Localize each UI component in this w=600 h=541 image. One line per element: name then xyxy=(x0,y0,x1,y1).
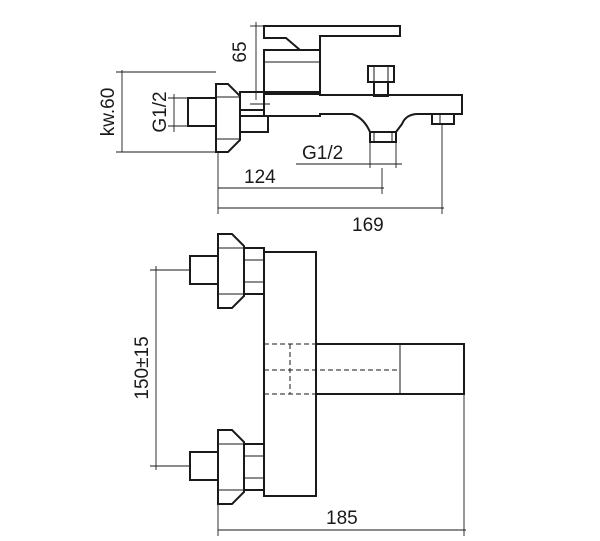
dim-124: 124 xyxy=(217,152,384,194)
front-spout xyxy=(316,343,465,395)
dim-185: 185 xyxy=(217,394,466,536)
dim-169: 169 xyxy=(217,124,444,236)
side-eccentric-lower xyxy=(239,115,269,133)
side-inlet-nut xyxy=(215,83,241,153)
dim-65: 65 xyxy=(230,22,270,105)
side-cartridge xyxy=(263,49,321,95)
dim-thread-inlet: G1/2 xyxy=(150,91,188,133)
dim-65-label: 65 xyxy=(230,41,251,62)
dim-wrench: kw.60 xyxy=(98,70,216,153)
side-outlet-thread xyxy=(369,131,397,143)
dim-185-label: 185 xyxy=(326,508,358,529)
side-aerator xyxy=(431,113,455,125)
front-body xyxy=(263,251,317,497)
dim-150-label: 150±15 xyxy=(132,336,153,399)
side-mixer-body xyxy=(263,91,463,133)
dim-thread-outlet: G1/2 xyxy=(296,142,402,168)
dim-150: 150±15 xyxy=(132,266,190,470)
front-lower-connector xyxy=(189,429,265,505)
side-lever xyxy=(263,25,401,51)
dim-thread-outlet-label: G1/2 xyxy=(302,143,343,164)
dim-169-label: 169 xyxy=(352,215,384,236)
side-eccentric xyxy=(239,91,265,111)
side-view: 65 kw.60 G1/2 G1/2 124 xyxy=(98,22,463,236)
side-diverter-knob xyxy=(367,65,395,97)
dim-124-label: 124 xyxy=(244,167,276,188)
front-hidden-lines xyxy=(264,343,400,395)
dim-wrench-label: kw.60 xyxy=(98,88,119,137)
dim-thread-inlet-label: G1/2 xyxy=(150,91,171,132)
front-view: 150±15 185 xyxy=(132,233,466,536)
side-inlet-thread xyxy=(187,97,217,127)
front-upper-connector xyxy=(189,233,265,309)
